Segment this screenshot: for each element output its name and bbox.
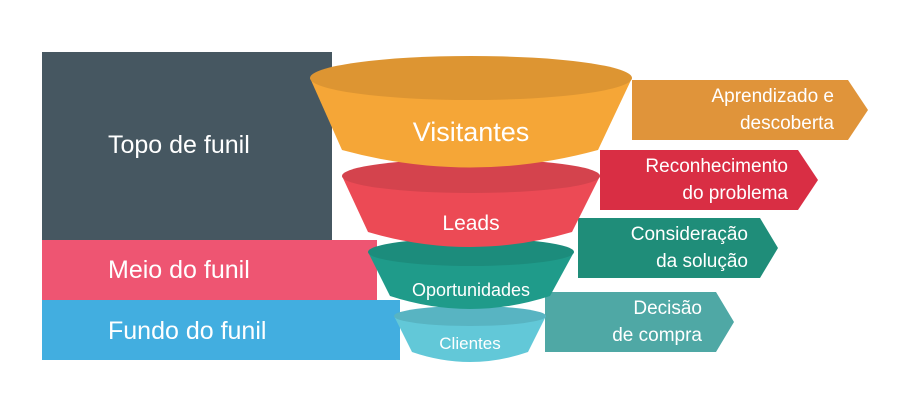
funnel-stage-clientes: [394, 306, 546, 362]
band-label-topo: Topo de funil: [108, 131, 250, 159]
funnel-stage-visitantes: [310, 56, 632, 168]
funnel-label-oportunidades: Oportunidades: [411, 280, 531, 300]
arrow-label-decisao: Decisão de compra: [482, 295, 702, 349]
funnel-label-visitantes: Visitantes: [412, 117, 530, 147]
arrow-label-consideracao-line1: Consideração: [630, 224, 748, 245]
arrow-label-decisao-line2: de compra: [612, 325, 702, 346]
arrow-label-reconhecimento: Reconhecimento do problema: [568, 153, 788, 207]
arrow-label-aprendizado-line1: Aprendizado e: [711, 86, 834, 107]
arrow-consideracao: [578, 218, 778, 278]
arrow-label-consideracao: Consideração da solução: [528, 221, 748, 275]
arrow-label-consideracao-line2: da solução: [656, 251, 748, 272]
arrow-label-aprendizado: Aprendizado e descoberta: [614, 83, 834, 137]
arrow-reconhecimento: [600, 150, 818, 210]
funnel-stage-leads: [342, 159, 600, 247]
funnel-stage-oportunidades: [368, 238, 574, 309]
arrow-decisao: [545, 292, 734, 352]
arrow-label-reconhecimento-line1: Reconhecimento: [645, 156, 788, 177]
band-meio-do-funil: [42, 240, 377, 300]
band-topo-de-funil: [42, 52, 332, 240]
funnel-label-leads: Leads: [442, 212, 500, 235]
band-fundo-do-funil: [42, 300, 400, 360]
band-label-fundo: Fundo do funil: [108, 317, 267, 345]
funnel-label-clientes: Clientes: [439, 334, 501, 353]
band-label-meio: Meio do funil: [108, 256, 250, 284]
arrow-label-reconhecimento-line2: do problema: [682, 183, 788, 204]
arrow-label-aprendizado-line2: descoberta: [739, 113, 834, 134]
arrow-label-decisao-line1: Decisão: [633, 298, 702, 319]
arrow-aprendizado: [632, 80, 868, 140]
